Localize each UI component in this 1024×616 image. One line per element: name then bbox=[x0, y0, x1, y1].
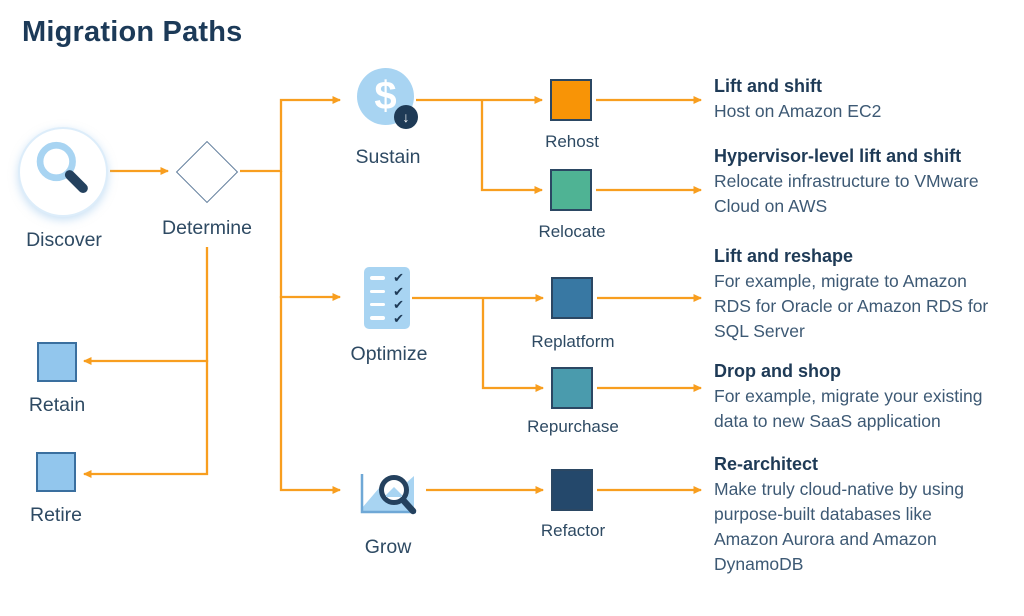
rehost-label: Rehost bbox=[545, 132, 599, 151]
down-arrow-badge-icon: ↓ bbox=[394, 105, 418, 129]
dash-icon bbox=[370, 316, 385, 320]
description-heading: Hypervisor-level lift and shift bbox=[714, 146, 962, 166]
repurchase-square bbox=[551, 367, 593, 409]
rehost-square bbox=[550, 79, 592, 121]
dash-icon bbox=[370, 302, 385, 307]
description-block-refactor: Re-architect Make truly cloud-native by … bbox=[714, 452, 1016, 577]
check-icon: ✔ bbox=[393, 297, 404, 313]
grow-label: Grow bbox=[364, 536, 412, 558]
check-icon: ✔ bbox=[393, 310, 404, 326]
refactor-square bbox=[551, 469, 593, 511]
description-block-rehost: Lift and shift Host on Amazon EC2 bbox=[714, 74, 1016, 124]
discover-node bbox=[18, 127, 108, 217]
repurchase-label: Repurchase bbox=[527, 417, 619, 436]
refactor-label: Refactor bbox=[540, 521, 606, 540]
description-body: Make truly cloud-native by using purpose… bbox=[714, 479, 964, 574]
dash-icon bbox=[370, 289, 385, 294]
replatform-square bbox=[551, 277, 593, 319]
description-heading: Lift and reshape bbox=[714, 246, 854, 266]
dash-icon bbox=[370, 276, 385, 280]
dollar-coin-down-icon: $ ↓ bbox=[357, 68, 418, 129]
description-body: For example, migrate your existing data … bbox=[714, 386, 983, 431]
checklist-row: ✔ bbox=[370, 285, 404, 298]
checklist-icon: ✔ ✔ ✔ ✔ bbox=[364, 267, 410, 329]
determine-decision-diamond bbox=[175, 140, 239, 204]
retire-label: Retire bbox=[29, 504, 83, 526]
discover-label: Discover bbox=[26, 229, 102, 251]
sustain-label: Sustain bbox=[355, 146, 421, 168]
magnifier-icon bbox=[36, 141, 88, 194]
checklist-row: ✔ bbox=[370, 312, 404, 325]
determine-label: Determine bbox=[162, 217, 252, 239]
retain-square bbox=[37, 342, 77, 382]
optimize-label: Optimize bbox=[350, 343, 428, 365]
down-arrow-glyph: ↓ bbox=[402, 109, 410, 125]
description-heading: Lift and shift bbox=[714, 76, 822, 96]
check-icon: ✔ bbox=[393, 283, 404, 299]
dollar-glyph: $ bbox=[374, 73, 397, 118]
chart-magnifier-icon bbox=[360, 474, 417, 515]
check-icon: ✔ bbox=[393, 270, 404, 286]
checklist-row: ✔ bbox=[370, 298, 404, 311]
description-body: Host on Amazon EC2 bbox=[714, 101, 882, 121]
page-title: Migration Paths bbox=[22, 16, 243, 48]
description-body: For example, migrate to Amazon RDS for O… bbox=[714, 271, 989, 341]
description-block-relocate: Hypervisor-level lift and shift Relocate… bbox=[714, 144, 1016, 219]
retire-square bbox=[36, 452, 76, 492]
replatform-label: Replatform bbox=[531, 332, 615, 351]
description-heading: Re-architect bbox=[714, 454, 819, 474]
description-block-replatform: Lift and reshape For example, migrate to… bbox=[714, 244, 1016, 344]
checklist-row: ✔ bbox=[370, 271, 404, 284]
relocate-square bbox=[550, 169, 592, 211]
description-heading: Drop and shop bbox=[714, 361, 841, 381]
relocate-label: Relocate bbox=[538, 222, 606, 241]
description-body: Relocate infrastructure to VMware Cloud … bbox=[714, 171, 979, 216]
description-block-repurchase: Drop and shop For example, migrate your … bbox=[714, 359, 1016, 434]
retain-label: Retain bbox=[28, 394, 86, 416]
